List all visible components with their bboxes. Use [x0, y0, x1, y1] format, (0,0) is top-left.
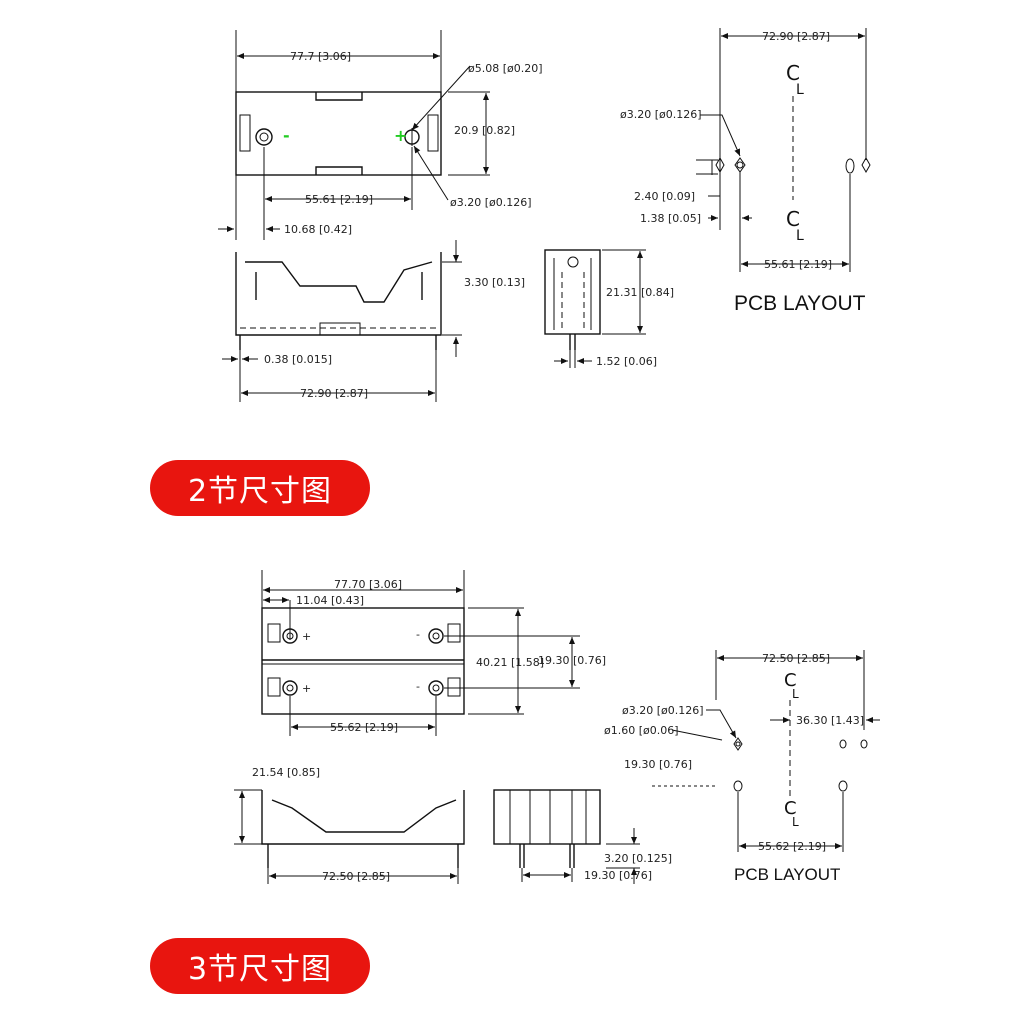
- bottom-body-width: 77.70 [3.06]: [334, 578, 402, 591]
- top-front-view: 3.30 [0.13] 0.38 [0.015] 72.90 [2.87]: [222, 240, 525, 402]
- bottom-pin-len: 3.20 [0.125]: [604, 852, 672, 865]
- top-side-height: 21.31 [0.84]: [606, 286, 674, 299]
- bottom-pin-span: 72.50 [2.85]: [322, 870, 390, 883]
- top-pcb-title: PCB LAYOUT: [734, 292, 866, 315]
- section-badge-2-label: 2节尺寸图: [187, 474, 333, 509]
- top-top-view: 77.7 [3.06] - + 20.9 [0.82] ø5.08 [ø0.20…: [218, 30, 543, 240]
- top-offset: 10.68 [0.42]: [284, 223, 352, 236]
- top-pin-span: 72.90 [2.87]: [300, 387, 368, 400]
- bottom-plus-1: +: [302, 630, 311, 643]
- top-polarity-plus: +: [394, 126, 407, 145]
- bottom-pcb-hole: ø3.20 [ø0.126]: [622, 704, 704, 717]
- bottom-pcb-row: 36.30 [1.43]: [796, 714, 864, 727]
- section-badge-3: 3节尺寸图: [150, 938, 370, 994]
- bottom-pcb-small: ø1.60 [ø0.06]: [604, 724, 679, 737]
- bottom-offset: 11.04 [0.43]: [296, 594, 364, 607]
- bottom-pcb-rowpitch: 19.30 [0.76]: [624, 758, 692, 771]
- centerline-mark-bottom-l: L: [796, 228, 804, 244]
- bottom-centerline-bottom-l: L: [792, 815, 799, 829]
- bottom-pcb-layout: 72.50 [2.85] C L C L 36.30 [1.43] ø3.20 …: [604, 650, 880, 884]
- top-polarity-minus: -: [283, 126, 290, 145]
- top-body-height: 20.9 [0.82]: [454, 124, 515, 137]
- bottom-front-view: 21.54 [0.85] 72.50 [2.85]: [234, 766, 465, 884]
- top-pcb-pitch: 55.61 [2.19]: [764, 258, 832, 271]
- bottom-top-view: 77.70 [3.06] 11.04 [0.43] + - + - 40.21 …: [261, 570, 606, 736]
- centerline-mark-bottom: C: [786, 207, 800, 231]
- top-pin-thick: 0.38 [0.015]: [264, 353, 332, 366]
- bottom-row-pitch-2: 19.30 [0.76]: [584, 869, 652, 882]
- top-pcb-pad: 2.40 [0.09]: [634, 190, 695, 203]
- bottom-side-view: 3.20 [0.125] 19.30 [0.76]: [493, 789, 672, 884]
- top-body-width: 77.7 [3.06]: [290, 50, 351, 63]
- bottom-minus-1: -: [416, 628, 420, 641]
- bottom-side-height: 21.54 [0.85]: [252, 766, 320, 779]
- top-pcb-span: 72.90 [2.87]: [762, 30, 830, 43]
- top-pcb-hole: ø3.20 [ø0.126]: [620, 108, 702, 121]
- top-tab-height: 3.30 [0.13]: [464, 276, 525, 289]
- bottom-row-pitch: 19.30 [0.76]: [538, 654, 606, 667]
- bottom-pitch: 55.62 [2.19]: [330, 721, 398, 734]
- top-pcb-layout: 72.90 [2.87] C L C L ø3.20 [ø0.126] 2.40…: [620, 28, 871, 315]
- centerline-mark-top-l: L: [796, 82, 804, 98]
- top-hole-large: ø5.08 [ø0.20]: [468, 62, 543, 75]
- top-pitch: 55.61 [2.19]: [305, 193, 373, 206]
- bottom-pcb-title: PCB LAYOUT: [734, 865, 840, 884]
- bottom-plus-2: +: [302, 682, 311, 695]
- bottom-pcb-pitch: 55.62 [2.19]: [758, 840, 826, 853]
- section-badge-2: 2节尺寸图: [150, 460, 370, 516]
- bottom-centerline-top: C: [784, 670, 797, 691]
- top-pcb-gap: 1.38 [0.05]: [640, 212, 701, 225]
- centerline-mark-top: C: [786, 61, 800, 85]
- section-badge-3-label: 3节尺寸图: [187, 952, 333, 987]
- bottom-centerline-top-l: L: [792, 687, 799, 701]
- bottom-centerline-bottom: C: [784, 798, 797, 819]
- bottom-body-height: 40.21 [1.58]: [476, 656, 544, 669]
- bottom-minus-2: -: [416, 680, 420, 693]
- top-side-view: 21.31 [0.84] 1.52 [0.06]: [544, 249, 674, 368]
- bottom-pcb-span: 72.50 [2.85]: [762, 652, 830, 665]
- top-hole-small: ø3.20 [ø0.126]: [450, 196, 532, 209]
- top-pin-width: 1.52 [0.06]: [596, 355, 657, 368]
